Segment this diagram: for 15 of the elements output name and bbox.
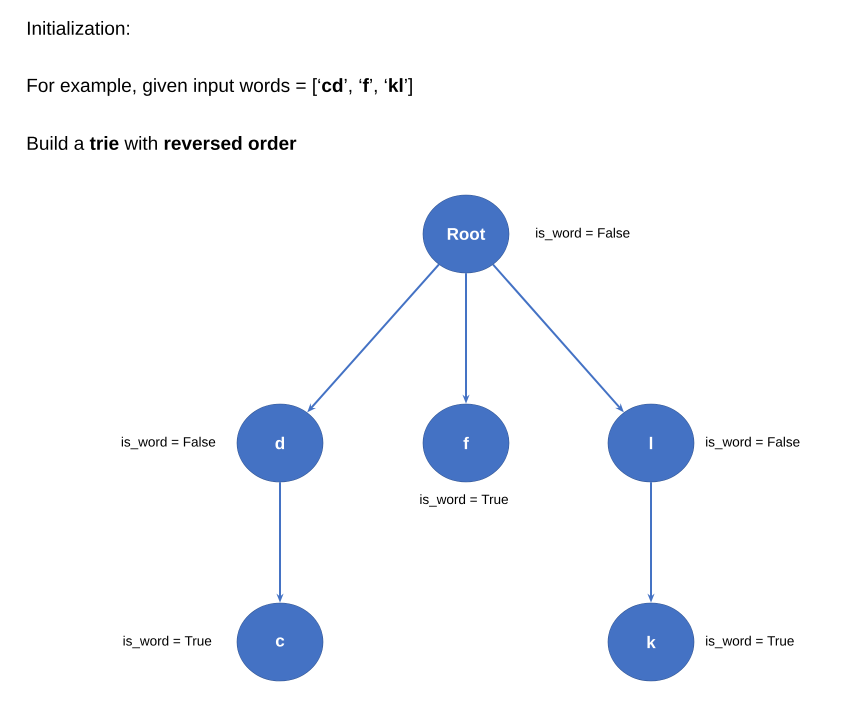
tree-node: d [236, 404, 324, 482]
heading: For example, given input words = [‘cd’, ‘f’, ‘kl’] [28, 78, 412, 96]
node-note: is_word = True [420, 494, 508, 507]
tree-node: k [608, 602, 694, 682]
node-note: is_word = True [124, 636, 212, 648]
tree-node: Root [422, 194, 510, 274]
node-note: is_word = False [122, 436, 216, 450]
node-note: is_word = False [536, 228, 630, 240]
node-note: is_word = False [706, 436, 800, 450]
tree-node: f [422, 404, 510, 482]
tree-node: c [236, 602, 324, 682]
node-note: is_word = True [706, 636, 794, 648]
heading: Initialization: [28, 21, 129, 35]
tree-node: l [608, 404, 694, 482]
heading: Build a trie with reversed order [28, 136, 296, 150]
